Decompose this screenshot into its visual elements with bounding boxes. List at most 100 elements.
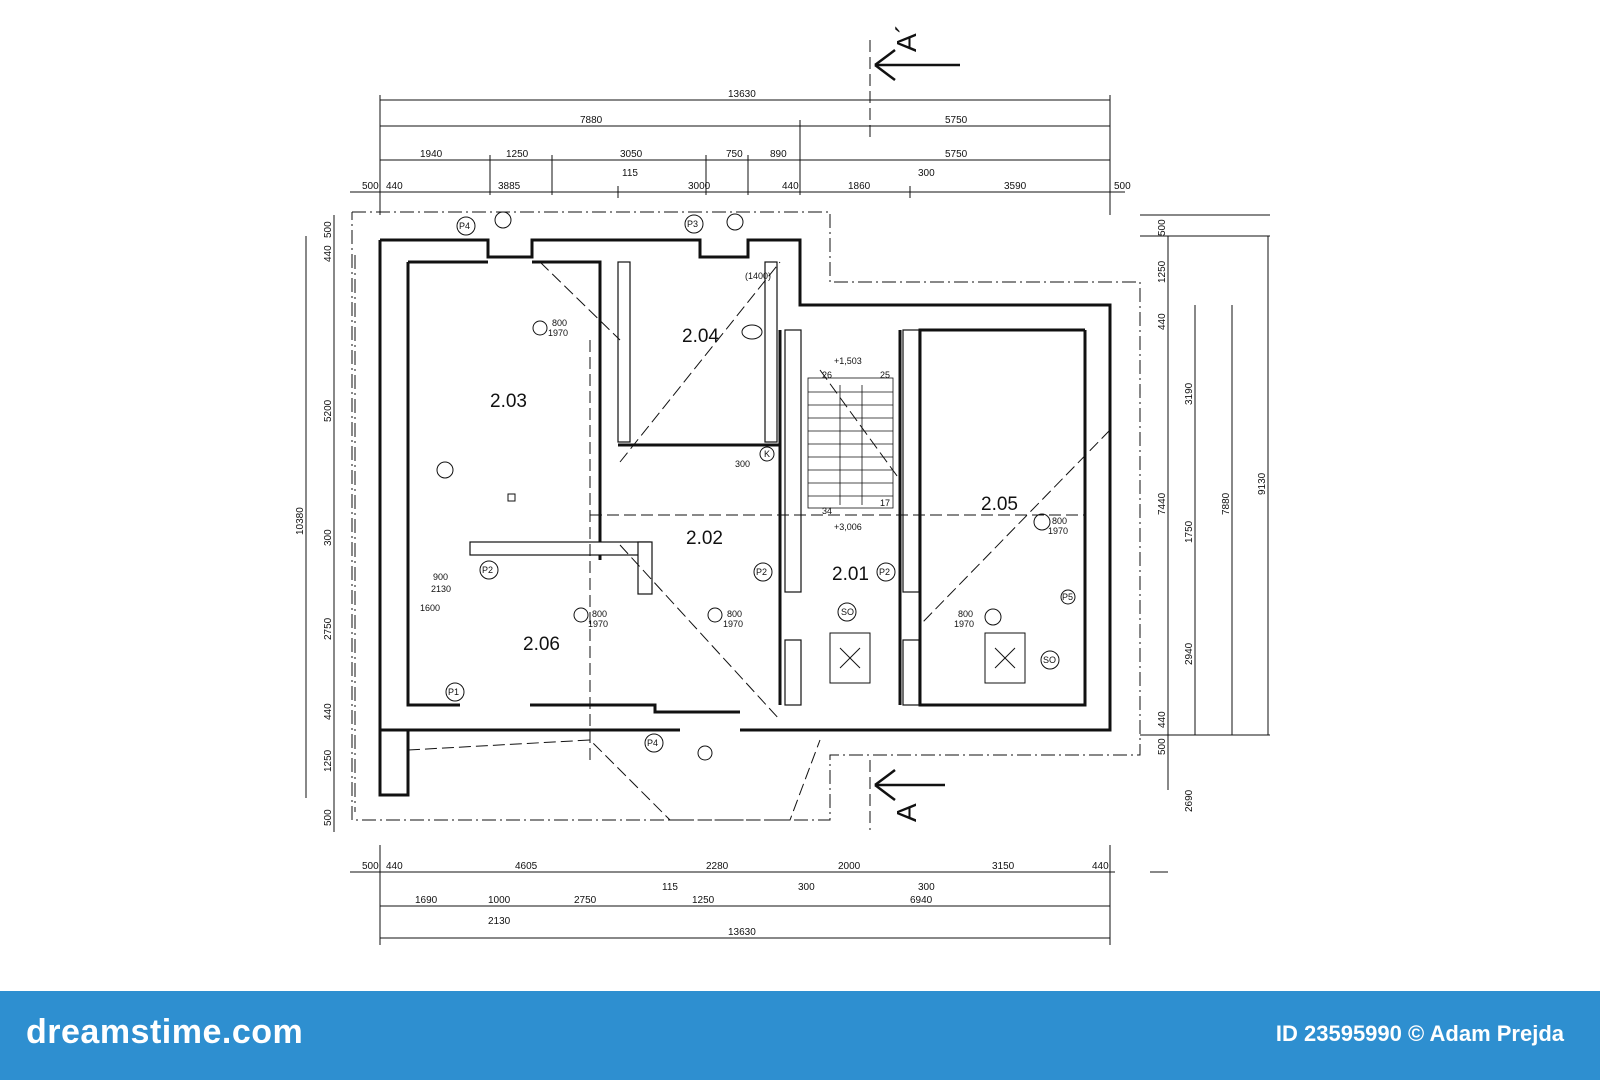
dim-label: 1750 (1184, 520, 1195, 543)
door-size: 1970 (548, 328, 568, 338)
dim-label: 2130 (488, 916, 511, 927)
dim-label: 3150 (992, 861, 1015, 872)
door-size: 2130 (431, 584, 451, 594)
dim-label: 2750 (323, 617, 334, 640)
room-label: 2.06 (523, 634, 560, 655)
room-label: 2.02 (686, 528, 723, 549)
dim-label: 440 (386, 861, 403, 872)
dim-label: 300 (918, 168, 935, 179)
window-tag: P3 (687, 219, 698, 229)
window-tag: P2 (879, 567, 890, 577)
dim-label: 4605 (515, 861, 538, 872)
dim-label: 2750 (574, 895, 597, 906)
dim-label: 5750 (945, 115, 968, 126)
door-size: 1970 (954, 619, 974, 629)
floor-plan-drawing: 2.03 2.04 2.02 2.01 2.05 2.06 A´ A 13630… (295, 24, 1270, 945)
stair-count: 17 (880, 498, 890, 508)
dim-label: 13630 (728, 89, 756, 100)
dim-label: 5200 (323, 399, 334, 422)
dim-label: 440 (323, 245, 334, 262)
dim-label: 9130 (1257, 472, 1268, 495)
door-size: 900 (433, 572, 448, 582)
dim-label: 7880 (580, 115, 603, 126)
dim-label: 115 (622, 168, 638, 179)
misc-label: 1600 (420, 603, 440, 613)
misc-label: (1400) (745, 271, 771, 281)
dim-label: 500 (323, 809, 334, 826)
stair-count: 26 (822, 370, 832, 380)
dim-label: 1860 (848, 181, 871, 192)
dim-label: 440 (782, 181, 799, 192)
dim-label: 1250 (323, 749, 334, 772)
room-label: 2.05 (981, 494, 1018, 515)
dim-label: 890 (770, 149, 787, 160)
room-label: 2.03 (490, 391, 527, 412)
dim-label: 2940 (1184, 642, 1195, 665)
window-tag: P5 (1062, 592, 1073, 602)
dim-label: 750 (726, 149, 743, 160)
watermark-bar: dreamstime.com ID 23595990 © Adam Prejda (0, 991, 1600, 1080)
misc-label: SO (841, 607, 854, 617)
level-mark: +1,503 (834, 356, 862, 366)
dim-label: 300 (798, 882, 815, 893)
door-size: 1970 (723, 619, 743, 629)
door-size: 800 (1052, 516, 1067, 526)
level-mark: +3,006 (834, 522, 862, 532)
dim-label: 2690 (1184, 789, 1195, 812)
dim-label: 1250 (506, 149, 529, 160)
dim-label: 440 (1157, 711, 1168, 728)
dim-label: 1690 (415, 895, 438, 906)
window-tag: P4 (459, 221, 470, 231)
window-tag: P4 (647, 738, 658, 748)
stair-count: 34 (822, 506, 832, 516)
dim-label: 300 (323, 529, 334, 546)
dim-label: 1000 (488, 895, 511, 906)
watermark-credit: ID 23595990 © Adam Prejda (1275, 1021, 1564, 1046)
dim-label: 500 (362, 861, 379, 872)
dim-label: 500 (1157, 219, 1168, 236)
dim-label: 10380 (295, 507, 306, 535)
dim-label: 500 (362, 181, 379, 192)
dim-label: 3590 (1004, 181, 1027, 192)
misc-label: SO (1043, 655, 1056, 665)
dim-label: 500 (1157, 738, 1168, 755)
window-tag: P1 (448, 687, 459, 697)
dim-label: 440 (1092, 861, 1109, 872)
window-tag: P2 (482, 565, 493, 575)
dim-label: 115 (662, 882, 678, 893)
dim-label: 13630 (728, 927, 756, 938)
window-tag: P2 (756, 567, 767, 577)
dim-label: 440 (323, 703, 334, 720)
dim-label: 3000 (688, 181, 711, 192)
door-size: 800 (727, 609, 742, 619)
room-label: 2.04 (682, 326, 719, 347)
dim-label: 2000 (838, 861, 861, 872)
dim-label: 2280 (706, 861, 729, 872)
misc-label: 300 (735, 459, 750, 469)
section-mark-top: A´ (891, 24, 922, 52)
watermark-brand: dreamstime.com (26, 1013, 304, 1051)
dim-label: 1250 (692, 895, 715, 906)
dim-label: 500 (323, 221, 334, 238)
door-size: 1970 (1048, 526, 1068, 536)
dim-label: 5750 (945, 149, 968, 160)
dim-label: 3190 (1184, 382, 1195, 405)
door-size: 800 (958, 609, 973, 619)
section-mark-bottom: A (891, 803, 922, 822)
door-size: 1970 (588, 619, 608, 629)
dim-label: 7880 (1221, 492, 1232, 515)
door-size: 800 (552, 318, 567, 328)
dim-label: 3050 (620, 149, 643, 160)
dim-label: 1940 (420, 149, 443, 160)
dim-label: 3885 (498, 181, 521, 192)
dim-label: 7440 (1157, 492, 1168, 515)
dim-label: 1250 (1157, 260, 1168, 283)
dim-label: 300 (918, 882, 935, 893)
dim-label: 440 (386, 181, 403, 192)
stair-count: 25 (880, 370, 890, 380)
dim-label: 6940 (910, 895, 933, 906)
door-size: 800 (592, 609, 607, 619)
dim-label: 440 (1157, 313, 1168, 330)
dim-label: 500 (1114, 181, 1131, 192)
room-label: 2.01 (832, 564, 869, 585)
